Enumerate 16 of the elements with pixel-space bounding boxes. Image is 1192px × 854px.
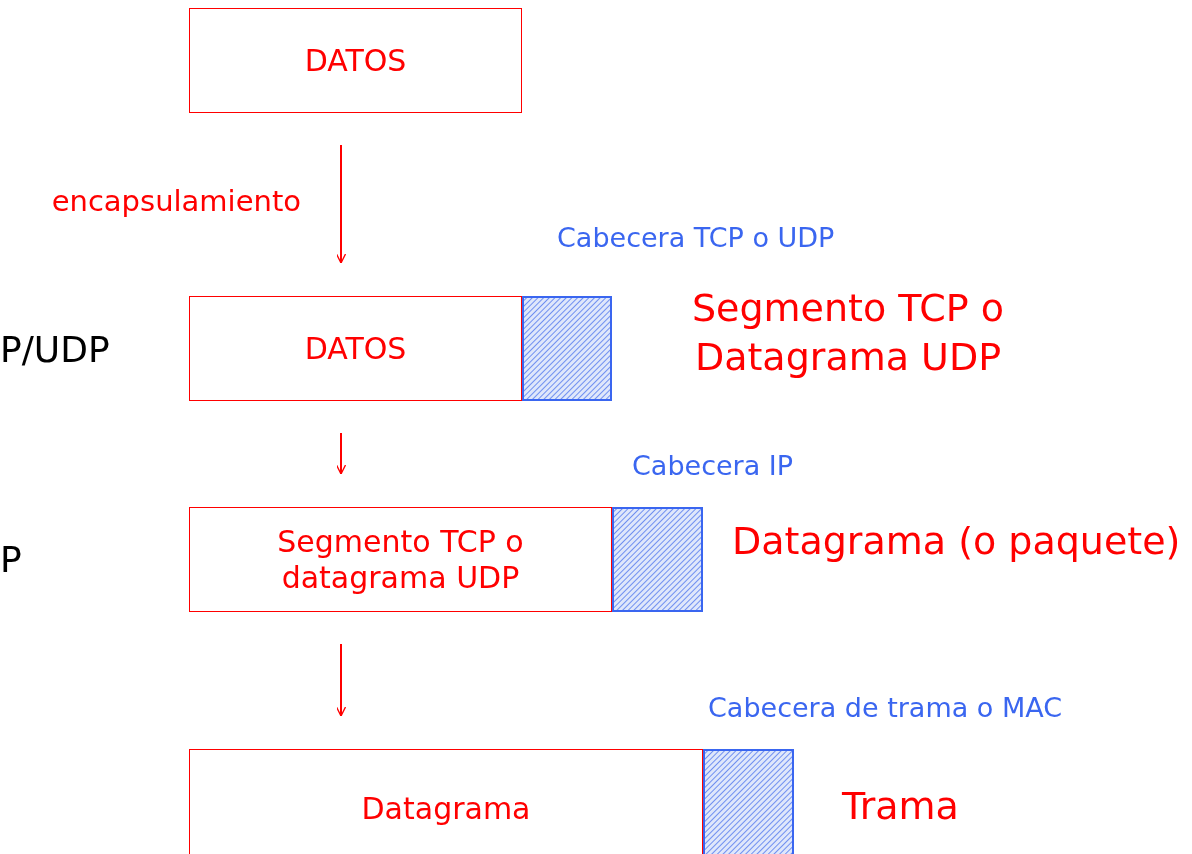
layer-label: P/UDP (0, 328, 110, 372)
box-label: DATOS (304, 330, 407, 367)
packet-box (189, 507, 612, 612)
unit-label: Trama (842, 783, 959, 830)
unit-label: Segmento TCP o Datagrama UDP (690, 285, 1006, 382)
header-caption: Cabecera TCP o UDP (557, 222, 835, 253)
box-label: Segmento TCP o datagrama UDP (276, 523, 525, 596)
box-label: DATOS (304, 42, 407, 79)
unit-label: Datagrama (o paquete) (732, 518, 1181, 565)
header-caption: Cabecera IP (632, 450, 794, 481)
edge-label: encapsulamiento (51, 184, 301, 218)
header-caption: Cabecera de trama o MAC (708, 692, 1063, 723)
box-label: Datagrama (361, 791, 531, 827)
packet-box (189, 8, 522, 113)
packet-box (189, 296, 522, 401)
layer-label: P (0, 538, 22, 582)
